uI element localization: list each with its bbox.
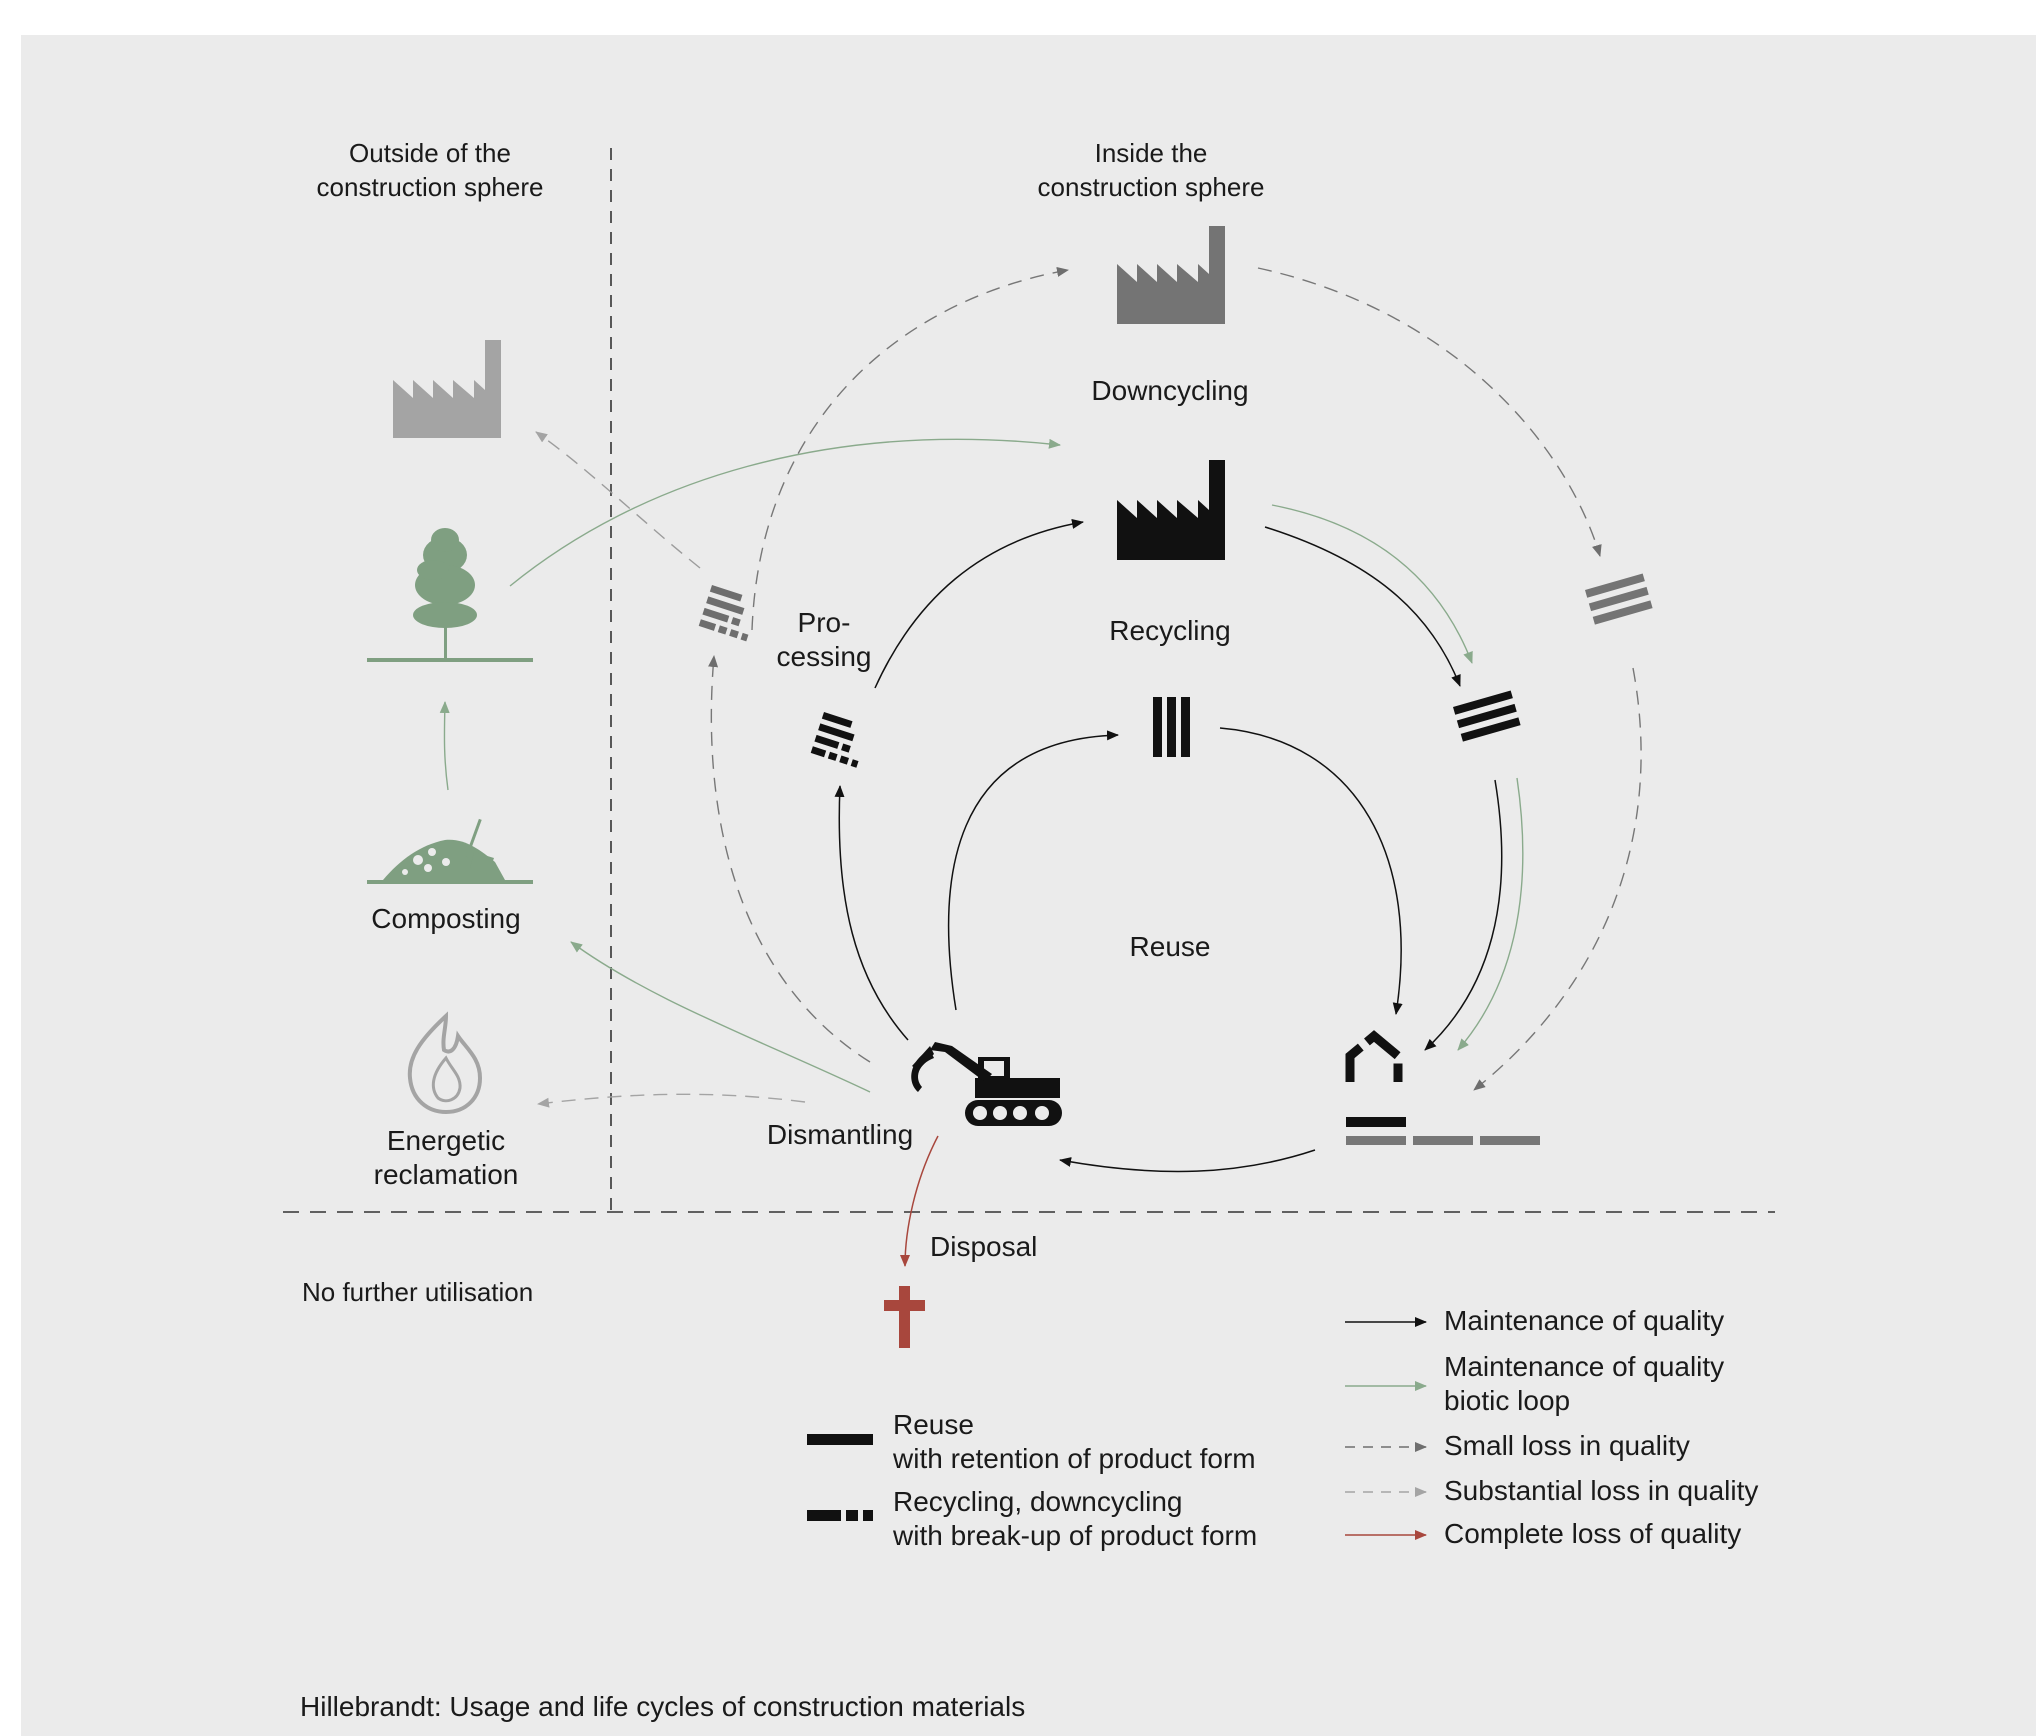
processing-fragments-icon: [810, 712, 859, 768]
arrow-reuse-parts-to-building: [1219, 727, 1403, 1015]
disposal-cross-icon: [884, 1286, 925, 1348]
legend-small-loss-text: Small loss in quality: [1444, 1430, 1690, 1461]
excavator-icon: [911, 1042, 1062, 1126]
arrow-downcycled-material-to-building: [1473, 667, 1642, 1091]
arrow-reuse-dismantling-to-parts: [947, 730, 1119, 1011]
flame-icon: [407, 1011, 483, 1115]
building-icon: [1345, 1030, 1540, 1145]
diagram-panel: [21, 35, 2036, 1736]
label-composting: Composting: [371, 903, 520, 934]
label-downcycling: Downcycling: [1091, 375, 1248, 406]
downcycling-factory-icon: [1117, 226, 1225, 324]
header-no-further-utilisation: No further utilisation: [302, 1277, 533, 1307]
arrow-compost-to-tree: [439, 701, 450, 791]
legend-complete-loss-text: Complete loss of quality: [1444, 1518, 1741, 1549]
label-disposal: Disposal: [930, 1231, 1037, 1262]
label-processing: Pro-cessing: [777, 607, 872, 672]
processing-fragments-gray-icon: [698, 585, 749, 642]
legend-substantial-loss-text: Substantial loss in quality: [1444, 1475, 1758, 1506]
arrow-dismantling-to-fragments: [834, 785, 909, 1041]
arrow-biotic-factory-to-material: [1271, 504, 1473, 664]
reuse-parts-icon: [1153, 697, 1190, 757]
arrow-processing-to-downcycling: [751, 267, 1069, 631]
arrow-disposal: [900, 1135, 939, 1267]
legend-maintenance-text: Maintenance of quality: [1444, 1305, 1724, 1336]
tree-icon: [367, 528, 533, 662]
arrow-biotic-material-to-building: [1457, 777, 1524, 1051]
label-reuse: Reuse: [1130, 931, 1211, 962]
arrow-building-to-dismantling: [1059, 1149, 1316, 1173]
solid-bar-icon: [807, 1434, 873, 1445]
arrow-recycling-factory-to-material: [1264, 526, 1461, 687]
downcycled-material-icon: [1585, 573, 1653, 625]
compost-icon: [367, 818, 533, 884]
arrow-material-to-building: [1424, 779, 1503, 1051]
broken-bar-icon: [807, 1510, 873, 1521]
recycling-factory-icon: [1117, 460, 1225, 560]
arrow-dismantling-to-composting: [570, 941, 871, 1093]
arrow-tree-to-recycling: [509, 438, 1061, 587]
caption: Hillebrandt: Usage and life cycles of co…: [300, 1691, 1025, 1722]
recycled-material-icon: [1453, 690, 1521, 742]
arrow-dismantling-to-processing: [708, 655, 871, 1063]
arrow-processing-to-outside-factory: [535, 431, 701, 569]
arrow-dismantling-to-energetic: [537, 1093, 806, 1108]
label-recycling: Recycling: [1109, 615, 1230, 646]
outside-factory-icon: [393, 340, 501, 438]
legend-arrows: Maintenance of quality Maintenance of qu…: [1345, 1305, 1758, 1549]
arrow-processing-to-recycling-factory: [874, 518, 1084, 689]
label-dismantling: Dismantling: [767, 1119, 913, 1150]
arrow-downcycling-to-material: [1257, 267, 1602, 557]
